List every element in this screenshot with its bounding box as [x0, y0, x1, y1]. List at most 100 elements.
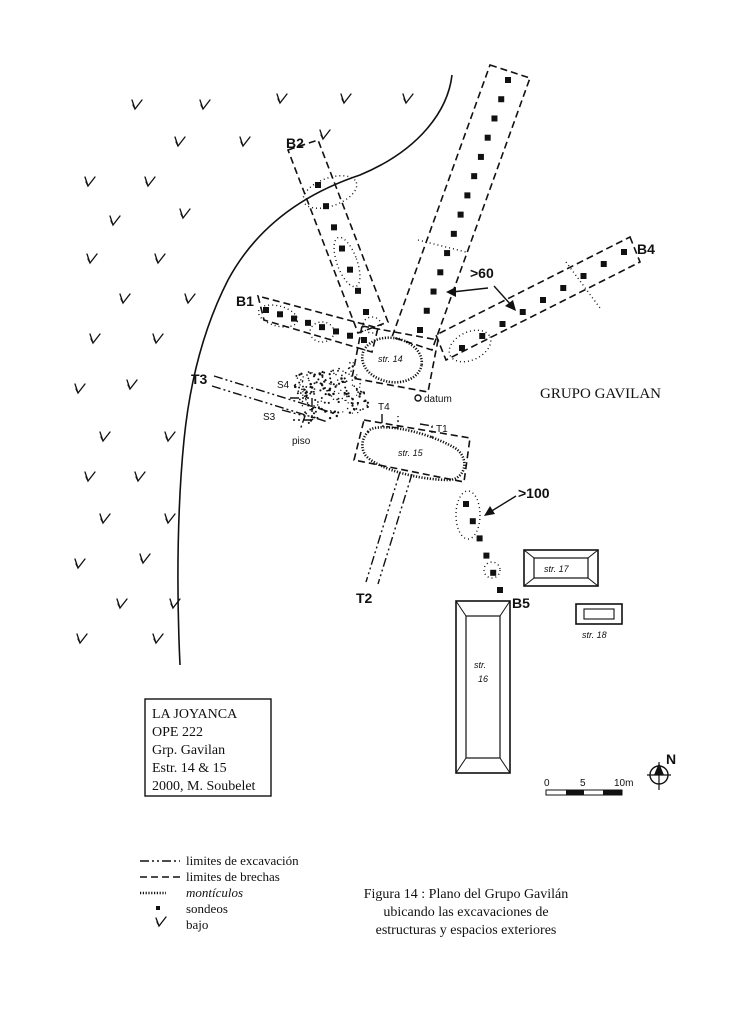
- t2-label: T2: [356, 590, 373, 606]
- rubble-dot: [345, 392, 348, 396]
- rubble-dot: [333, 390, 336, 393]
- b4-label: B4: [637, 241, 655, 257]
- sondeo-square: [355, 287, 361, 294]
- rubble-dot: [351, 402, 354, 405]
- rubble-dot: [351, 412, 353, 414]
- sondeo-square: [444, 250, 451, 257]
- rubble-dot: [335, 373, 337, 376]
- bajo-mark: [164, 513, 176, 525]
- rubble-dot: [352, 362, 354, 364]
- sondeo-square: [580, 273, 587, 279]
- rubble-dot: [298, 398, 301, 401]
- s3-label: S3: [263, 412, 276, 423]
- structure-17: str. 17: [523, 549, 599, 587]
- sondeo-square: [484, 134, 491, 141]
- rubble-dot: [342, 370, 344, 372]
- rubble-dot: [308, 379, 310, 382]
- sondeo-square: [621, 249, 627, 255]
- scale-zero: 0: [544, 778, 550, 789]
- rubble-dot: [336, 379, 339, 381]
- rubble-dot: [318, 372, 321, 375]
- rubble-dot: [309, 372, 312, 375]
- sondeo-square: [333, 328, 339, 335]
- rubble-dot: [344, 372, 347, 374]
- rubble-dot: [320, 400, 322, 402]
- rubble-dot: [346, 407, 349, 410]
- bajo-mark: [154, 253, 166, 265]
- bajo-mark: [402, 93, 414, 105]
- rubble-dot: [309, 382, 312, 386]
- bajo-mark: [169, 598, 181, 610]
- rubble-dot: [314, 410, 317, 413]
- rubble-dot: [338, 392, 340, 394]
- str14-label: str. 14: [378, 354, 403, 364]
- rubble-dot: [355, 407, 358, 410]
- rubble-dot: [335, 385, 337, 387]
- rubble-dot: [298, 381, 301, 384]
- rubble-dot: [299, 392, 302, 394]
- sondeo-square: [417, 327, 423, 333]
- rubble-dot: [343, 391, 346, 395]
- rubble-dot: [351, 379, 354, 381]
- bajo-mark: [99, 431, 111, 443]
- rubble-dot: [344, 399, 346, 402]
- rubble-dot: [330, 370, 333, 373]
- rubble-dot: [327, 401, 330, 404]
- rubble-dot: [305, 390, 308, 392]
- rubble-dot: [337, 411, 340, 414]
- rubble-dot: [312, 390, 315, 393]
- sondeo-square: [323, 203, 329, 210]
- rubble-dot: [300, 372, 303, 375]
- rubble-dot: [359, 382, 361, 385]
- rubble-dot: [354, 376, 357, 379]
- rubble-dot: [306, 374, 308, 376]
- bajo-mark: [319, 129, 331, 141]
- rubble-dot: [321, 384, 324, 387]
- bajo-mark: [89, 333, 101, 345]
- scale-five: 5: [580, 778, 586, 789]
- structure-18: str. 18: [575, 603, 623, 640]
- sondeo-square: [464, 192, 471, 199]
- rubble-dot: [355, 389, 358, 391]
- rubble-dot: [327, 389, 329, 392]
- sondeo-square: [339, 245, 345, 252]
- rubble-dot: [329, 381, 333, 384]
- sondeo-square: [291, 315, 297, 322]
- arrows: [446, 285, 517, 516]
- rubble-dot: [343, 394, 345, 396]
- figure-caption: Figura 14 : Plano del Grupo Gavilán ubic…: [364, 887, 569, 938]
- rubble-dot: [356, 374, 358, 376]
- rubble-dot: [305, 412, 308, 415]
- str16-label-b: 16: [478, 674, 488, 684]
- rubble-dot: [302, 394, 304, 396]
- rubble-dot: [294, 385, 297, 389]
- rubble-dot: [332, 398, 335, 400]
- sondeo-square: [437, 269, 444, 276]
- bajo-mark: [131, 99, 143, 111]
- rubble-dot: [348, 373, 350, 375]
- bajo-mark: [84, 471, 96, 483]
- caption-line-3: estructuras y espacios exteriores: [376, 923, 557, 938]
- rubble-dot: [351, 384, 354, 386]
- rubble-dot: [359, 409, 362, 411]
- sondeo-square: [491, 115, 498, 122]
- bajo-boundary-line: [177, 74, 453, 666]
- rubble-dot: [353, 385, 356, 387]
- rubble-dot: [343, 377, 346, 380]
- brecha-b4: [434, 235, 642, 363]
- rubble-dot: [301, 380, 304, 382]
- rubble-dot: [347, 392, 350, 395]
- rubble-dot: [307, 371, 310, 373]
- rubble-dot: [316, 404, 319, 406]
- structure-15: str. 15: [353, 414, 471, 483]
- rubble-dot: [313, 382, 316, 385]
- rubble-dot: [315, 381, 318, 384]
- rubble-dot: [328, 394, 331, 397]
- rubble-dot: [304, 397, 307, 400]
- rubble-dot: [323, 401, 326, 404]
- rubble-dot: [348, 367, 351, 369]
- rubble-dot: [358, 395, 361, 398]
- bajo-mark: [74, 383, 86, 395]
- sondeo-square: [471, 173, 478, 180]
- rubble-dot: [330, 411, 333, 414]
